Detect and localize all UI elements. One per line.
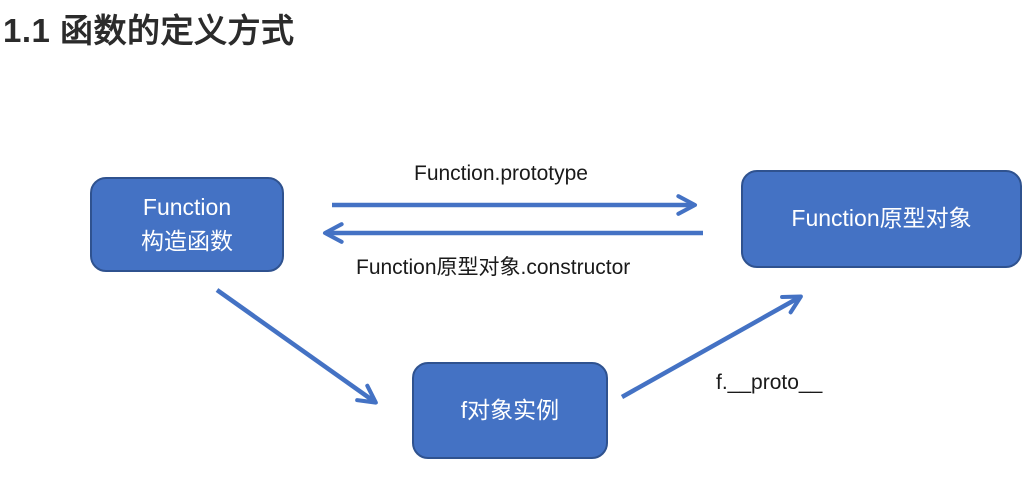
node-function-constructor-label: Function 构造函数 xyxy=(141,194,233,254)
node-function-prototype-object: Function原型对象 xyxy=(741,170,1022,268)
node-f-instance-label: f对象实例 xyxy=(460,396,560,423)
edge-label-function-prototype: Function.prototype xyxy=(414,162,588,185)
node-function-prototype-object-label: Function原型对象 xyxy=(791,205,972,232)
arrow-constructor-to-instance xyxy=(215,288,378,405)
node-function-constructor: Function 构造函数 xyxy=(90,177,284,272)
node-f-instance: f对象实例 xyxy=(412,362,608,459)
page-title: 1.1 函数的定义方式 xyxy=(3,12,295,49)
edge-label-f-proto: f.__proto__ xyxy=(716,371,823,394)
edge-label-prototype-constructor: Function原型对象.constructor xyxy=(356,256,631,279)
